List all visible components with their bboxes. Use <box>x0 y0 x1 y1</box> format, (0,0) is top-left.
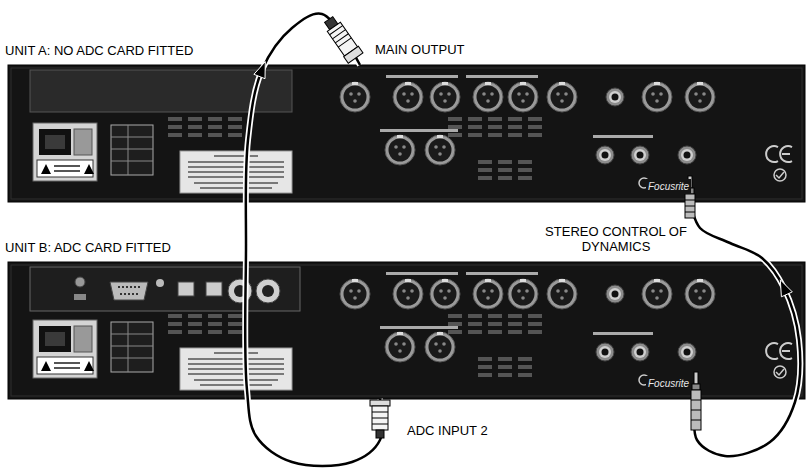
callout-label: ADC INPUT 2 <box>405 421 490 439</box>
arrowhead <box>780 280 792 297</box>
unit-heading: UNIT B: ADC CARD FITTED <box>3 240 173 255</box>
xlr-plug <box>321 14 363 63</box>
callout-label: STEREO CONTROL OF DYNAMICS <box>540 224 692 254</box>
callout-label: MAIN OUTPUT <box>373 42 467 57</box>
unit-b-panel <box>8 262 805 399</box>
arrowhead <box>254 62 265 79</box>
cable <box>245 14 382 466</box>
xlr-plug <box>370 400 390 438</box>
brand-logo: Focusrite <box>646 376 691 391</box>
brand-logo: Focusrite <box>646 176 691 194</box>
cable-line <box>245 14 382 466</box>
brand-logo: Focusrite <box>646 179 691 194</box>
brand-logo: Focusrite <box>646 373 691 391</box>
unit-a-panel <box>8 65 805 202</box>
cable-outline <box>690 202 800 456</box>
cable-line <box>690 202 800 456</box>
callout-label: MAIN OUTPUT <box>373 40 467 58</box>
cable-outline <box>245 14 382 466</box>
unit-heading: UNIT A: NO ADC CARD FITTED <box>3 43 195 58</box>
callout-label: ADC INPUT 2 <box>405 423 490 438</box>
adc-card <box>30 267 300 311</box>
cable <box>690 202 800 456</box>
callout-label: STEREO CONTROL OF DYNAMICS <box>540 224 692 254</box>
jack-plug <box>691 372 701 430</box>
